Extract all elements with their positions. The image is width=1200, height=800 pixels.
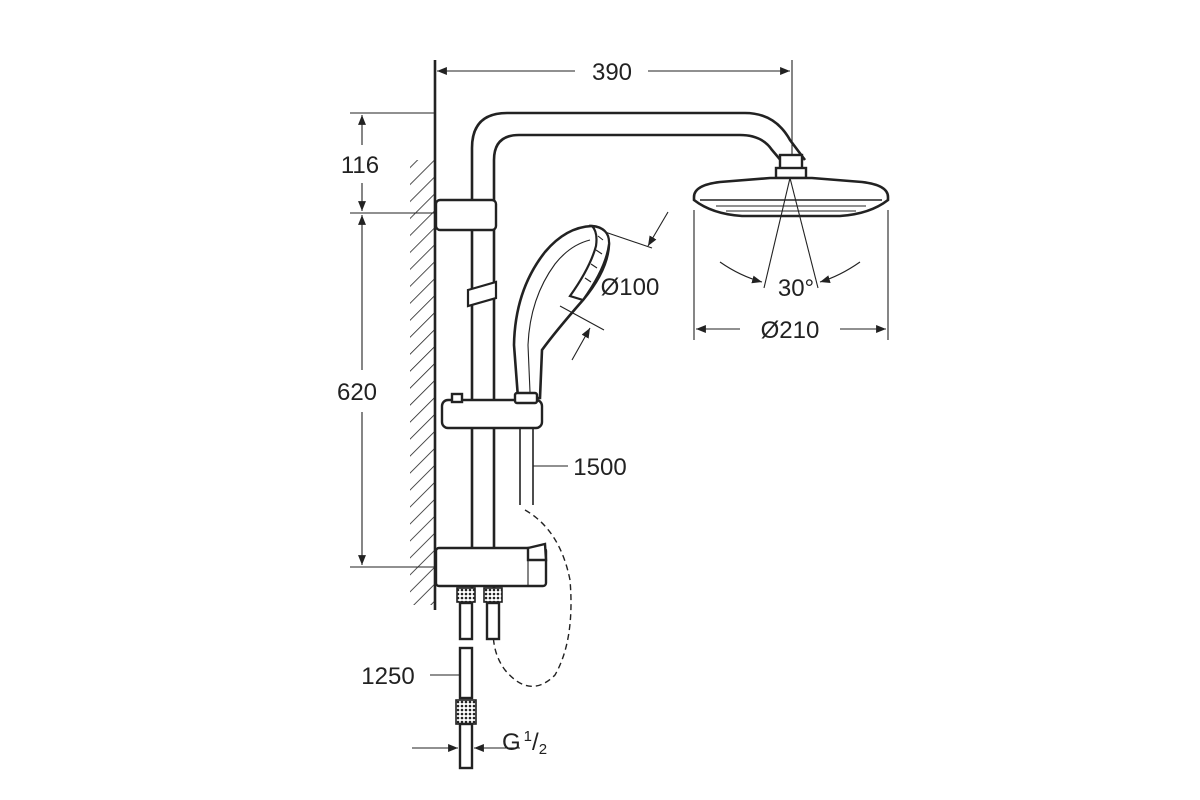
- hose-dashed-path: [492, 509, 572, 688]
- connector-left-nut: [456, 587, 476, 603]
- dimension-width: 390: [437, 59, 793, 155]
- upper-wall-bracket: [434, 198, 498, 232]
- arm-inner: [492, 133, 784, 600]
- connector-left-tube: [458, 601, 474, 641]
- supply-hose: 1250: [361, 646, 477, 770]
- head-shower: 30° Ø210: [692, 176, 890, 344]
- mixer-body: [434, 546, 548, 588]
- wall-hatching: [410, 160, 434, 605]
- slider-knob: [513, 391, 539, 405]
- connector-right-nut: [483, 587, 503, 603]
- head-connector: [774, 166, 808, 180]
- dim-100-arrow-bottom: [571, 327, 591, 361]
- dim-100-ext-top: [604, 231, 653, 249]
- dimension-vertical: 116 620: [337, 112, 436, 568]
- thread-numerator: 1: [524, 728, 532, 745]
- hand-shower-slider: [440, 391, 544, 430]
- rail-break: [466, 280, 498, 308]
- hose-length-label: 1500: [573, 454, 626, 481]
- rail-break-mark: [466, 280, 498, 308]
- dim-100-label: Ø100: [601, 274, 660, 301]
- hand-shower-face: [568, 224, 611, 302]
- thread-main: G: [502, 729, 521, 756]
- spray-line-left: [763, 177, 791, 289]
- upper-bracket-body: [434, 198, 498, 232]
- dim-width-label: 390: [592, 59, 632, 86]
- hand-shower: Ø100: [512, 211, 669, 400]
- dim-620-label: 620: [337, 379, 377, 406]
- mixer-outlet: [526, 542, 548, 562]
- head-shower-nozzles: [716, 205, 866, 212]
- wall: [410, 60, 437, 610]
- dim-100-arrow-top: [647, 211, 669, 247]
- spray-angle-label: 30°: [778, 275, 814, 302]
- mixer-bracket: [434, 542, 548, 641]
- riser-and-arm: [470, 111, 808, 600]
- supply-hose-tube: [458, 646, 474, 700]
- dim-210-label: Ø210: [761, 317, 820, 344]
- dim-100-ext-bottom: [559, 305, 605, 331]
- spray-angle-arc-right: [819, 261, 861, 283]
- slider-left-cap: [450, 392, 464, 404]
- connector-right-tube: [485, 601, 501, 641]
- supply-hose-length-label: 1250: [361, 663, 414, 690]
- supply-hose-end: [458, 722, 474, 770]
- thread-denominator: 2: [539, 741, 547, 758]
- arm-outer: [470, 111, 807, 600]
- shower-hose: 1500: [492, 428, 627, 688]
- spray-line-right: [789, 177, 819, 289]
- slider-body: [440, 398, 544, 430]
- dim-116-label: 116: [341, 152, 379, 179]
- supply-hose-knurl: [455, 699, 477, 725]
- hand-shower-nozzles: [584, 235, 604, 283]
- spray-angle-arc-left: [719, 261, 763, 284]
- hand-shower-inner: [527, 239, 591, 393]
- thread-slash: /: [532, 729, 539, 756]
